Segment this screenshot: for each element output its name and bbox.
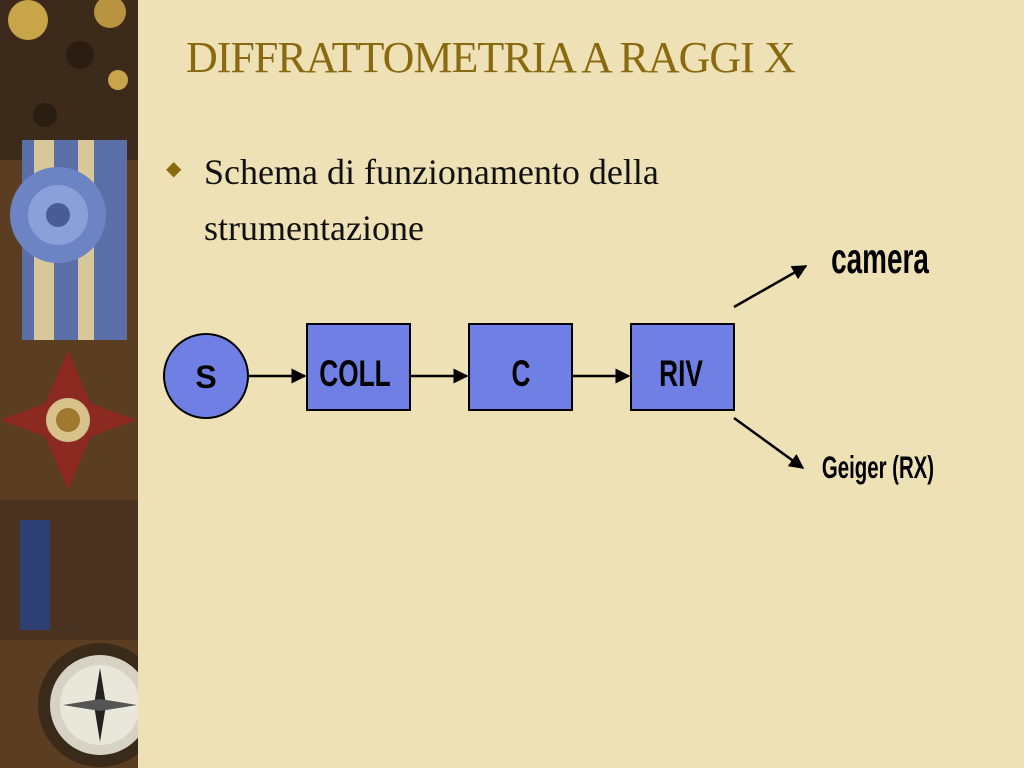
c-label: C	[512, 353, 531, 394]
geiger-label: Geiger (RX)	[822, 450, 934, 486]
arrow-riv-to-camera	[733, 264, 808, 309]
c-box	[468, 323, 573, 411]
bullet-text: Schema di funzionamento della strumentaz…	[204, 152, 659, 248]
diamond-bullet-icon: ◆	[166, 158, 182, 180]
arrow-riv-to-geiger	[733, 416, 805, 470]
camera-label: camera	[831, 234, 929, 282]
source-label: S	[195, 359, 216, 395]
slide-title: DIFFRATTOMETRIA A RAGGI X	[186, 33, 796, 82]
coll-box	[306, 323, 411, 411]
decorative-side-art	[0, 0, 138, 768]
coll-label: COLL	[319, 353, 390, 394]
riv-box	[630, 323, 735, 411]
riv-label: RIV	[659, 353, 703, 394]
